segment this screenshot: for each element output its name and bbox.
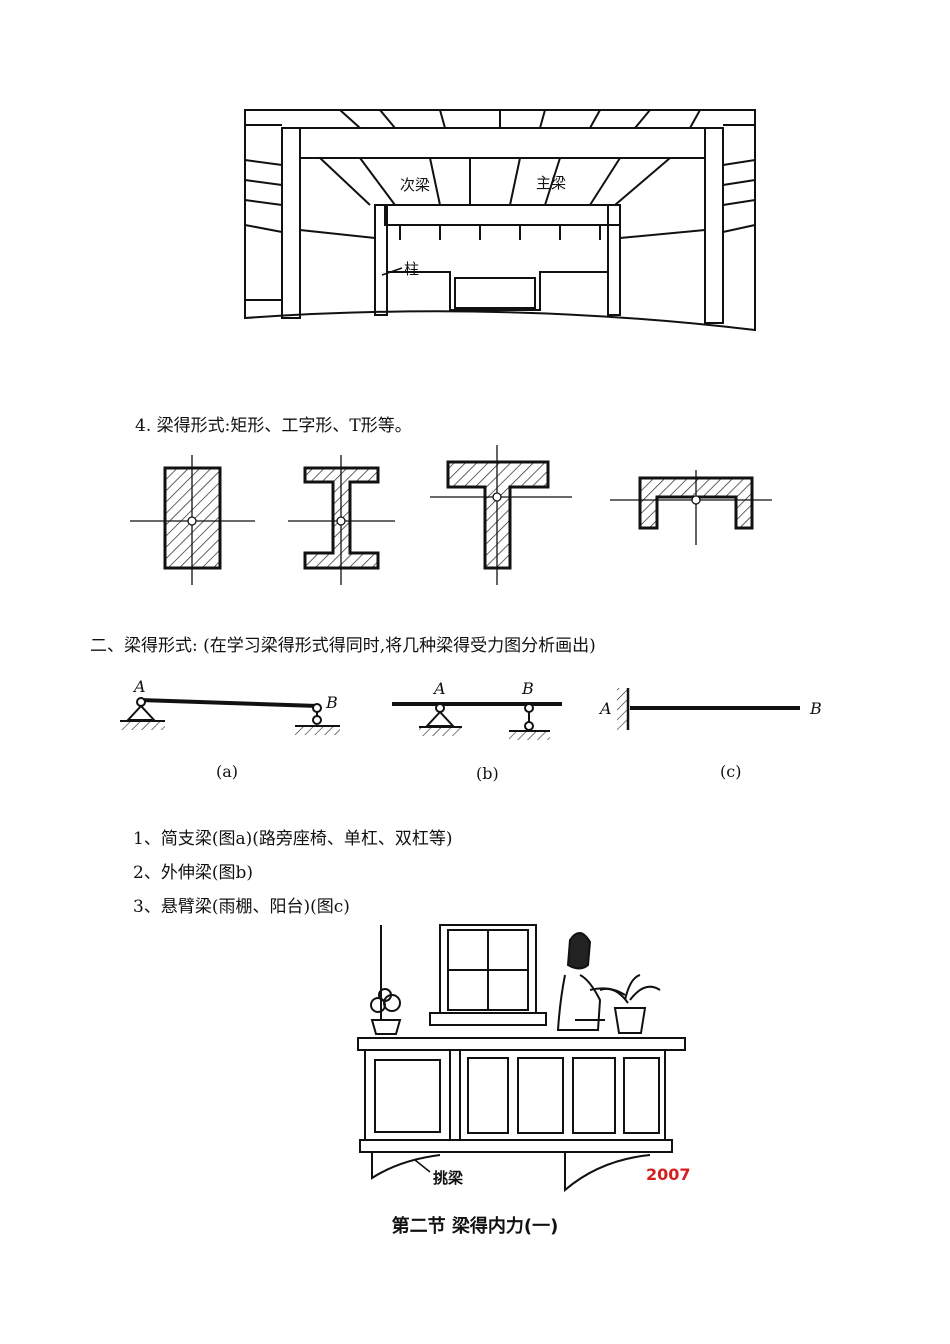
diagram-a-label-A: A — [132, 677, 146, 696]
diagram-b-caption: (b) — [476, 764, 499, 783]
label-main-beam: 主梁 — [536, 174, 566, 192]
diagram-c-caption: (c) — [720, 762, 741, 781]
diagram-a-caption: (a) — [216, 762, 238, 781]
diagram-c-label-A: A — [598, 699, 612, 718]
label-cantilever-beam: 挑梁 — [433, 1169, 464, 1187]
beam-types-heading: 二、梁得形式: (在学习梁得形式得同时,将几种梁得受力图分析画出) — [90, 636, 596, 656]
diagram-a-label-B: B — [325, 693, 338, 712]
label-column: 柱 — [404, 260, 419, 278]
diagram-b-label-B: B — [521, 679, 534, 698]
diagram-b-label-A: A — [432, 679, 446, 698]
list-item: 2、外伸梁(图b) — [133, 863, 253, 883]
diagram-c-label-B: B — [809, 699, 822, 718]
list-item: 1、简支梁(图a)(路旁座椅、单杠、双杠等) — [133, 829, 453, 849]
cross-section-text: 4. 梁得形式:矩形、工字形、T形等。 — [135, 416, 412, 436]
year-stamp: 2007 — [646, 1165, 691, 1184]
list-item: 3、悬臂梁(雨棚、阳台)(图c) — [133, 897, 350, 917]
section-title: 第二节 梁得内力(一) — [391, 1216, 559, 1237]
label-secondary-beam: 次梁 — [400, 176, 430, 194]
